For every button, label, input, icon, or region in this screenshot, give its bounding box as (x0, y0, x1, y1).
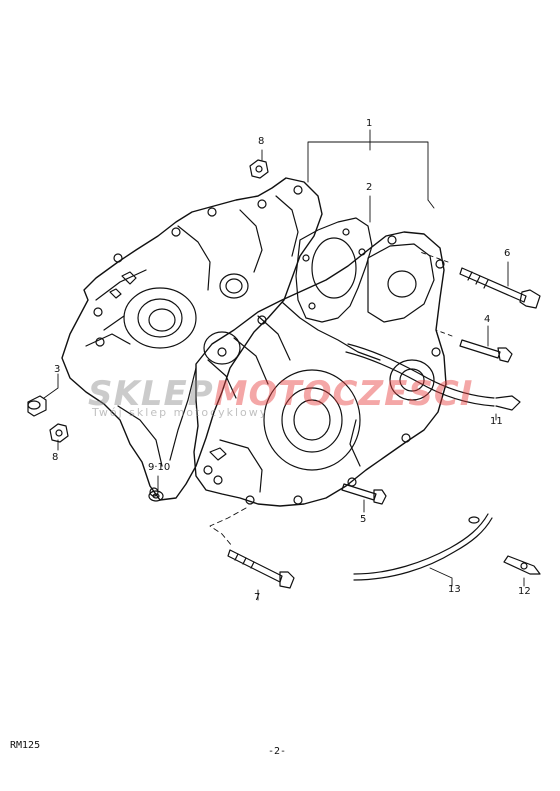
nut-8-bottom (49, 423, 69, 443)
part-label-12: 12 (518, 586, 531, 597)
bolt-4 (459, 339, 513, 363)
part-label-11: 11 (490, 416, 503, 427)
bolt-5 (341, 483, 387, 505)
page-number: -2- (268, 746, 287, 757)
part-label-8-top: 8 (258, 136, 265, 147)
part-label-13: 13 (448, 584, 461, 595)
part-label-5: 5 (360, 514, 367, 525)
part-label-1: 1 (366, 118, 373, 129)
crankcase-left-half (61, 177, 323, 501)
part-label-3: 3 (54, 364, 61, 375)
hose-13 (353, 513, 493, 581)
bolt-6 (459, 267, 541, 309)
dowel-3 (27, 395, 47, 417)
crankcase-gasket (295, 217, 373, 323)
breather-hose-11 (345, 343, 521, 411)
model-code: RM125 (10, 740, 41, 751)
part-label-2: 2 (366, 182, 373, 193)
part-label-7: 7 (254, 592, 261, 603)
nut-8-top (249, 159, 269, 179)
part-label-4: 4 (484, 314, 491, 325)
clip-12 (503, 555, 541, 575)
part-label-6: 6 (504, 248, 511, 259)
part-label-8-bottom: 8 (52, 452, 59, 463)
leader-lines (43, 129, 525, 601)
part-label-9-10: 9·10 (148, 462, 171, 473)
crankcase-right-half (193, 231, 447, 507)
bolt-7 (227, 549, 295, 589)
washer-9-10 (148, 490, 164, 502)
